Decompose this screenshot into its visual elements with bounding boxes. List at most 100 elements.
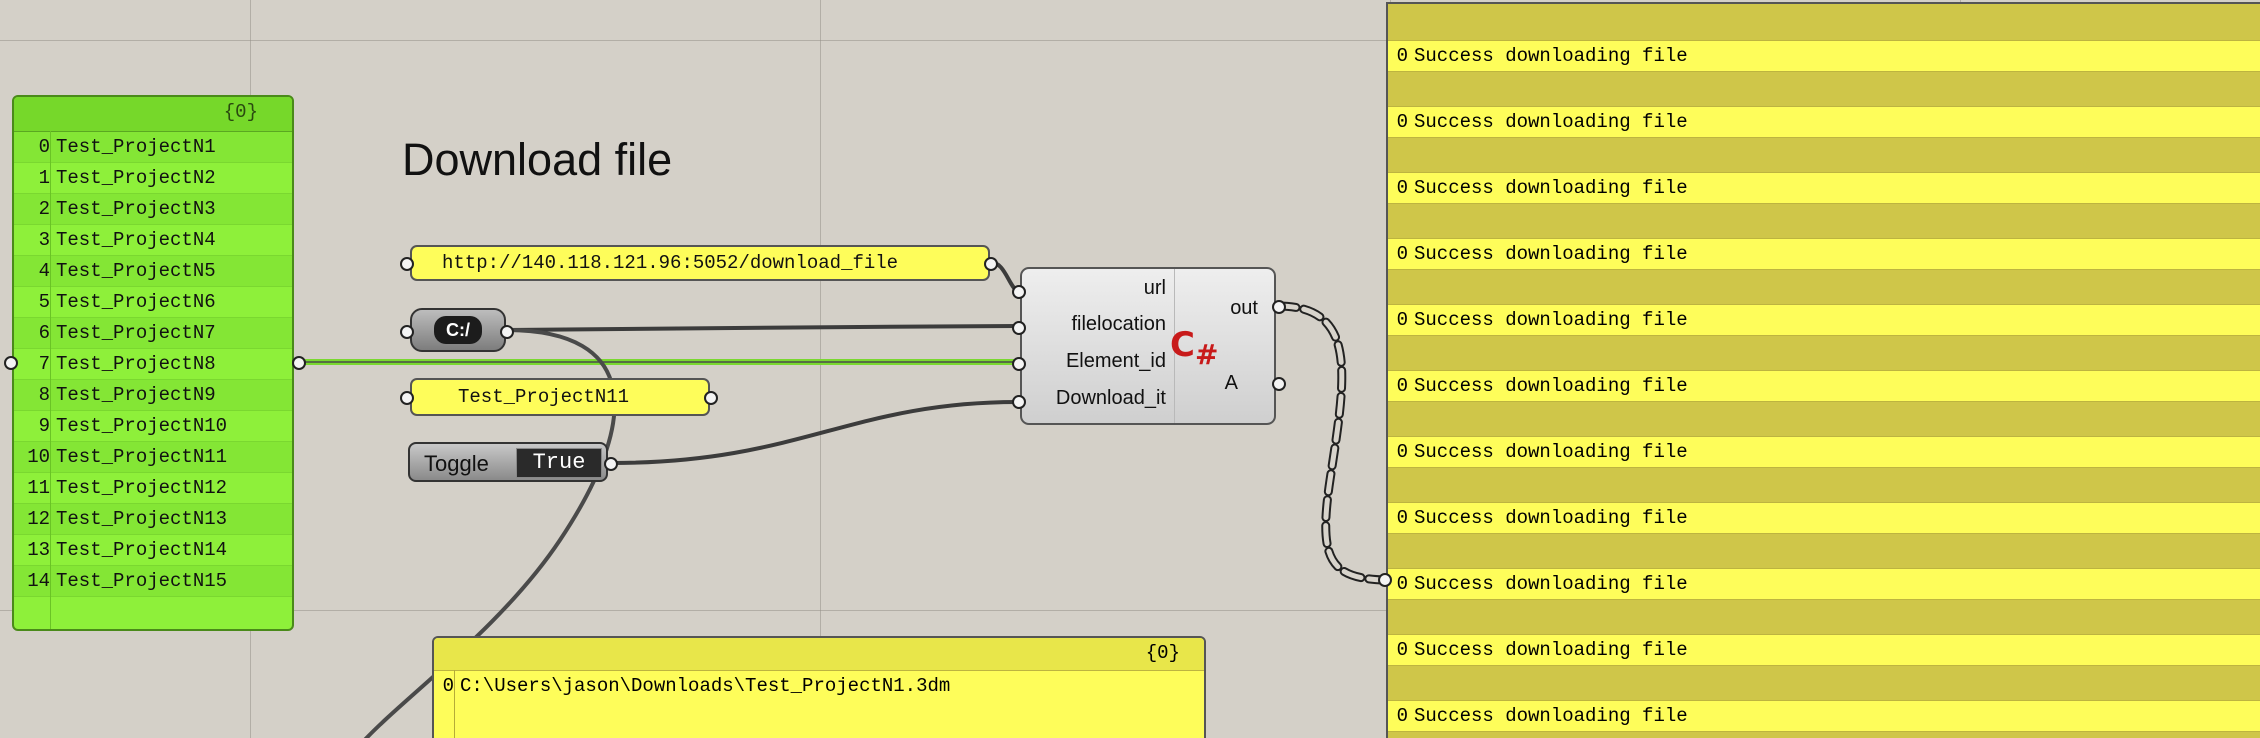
result-row-index: 0 [1396,243,1408,265]
project-list-item-value: Test_ProjectN14 [56,539,228,561]
filelocation-input-port[interactable] [1012,321,1026,335]
project-list-item-index: 2 [38,198,50,220]
path-parameter-input-port[interactable] [400,325,414,339]
result-row-value: Success downloading file [1414,441,1688,463]
project-list-item-index: 4 [38,260,50,282]
project-list-input-port[interactable] [4,356,18,370]
project-list-item-index: 3 [38,229,50,251]
project-list-item[interactable]: 1 Test_ProjectN2 [14,163,292,194]
path-output-header: {0} [434,638,1204,671]
element-id-panel-output-port[interactable] [704,391,718,405]
input-element-id-label[interactable]: Element_id [1065,350,1166,372]
project-list-item-value: Test_ProjectN6 [56,291,216,313]
toggle-label: Toggle [424,451,489,476]
path-output-index-divider [454,670,455,738]
download-it-input-port[interactable] [1012,395,1026,409]
project-list-item[interactable]: 13 Test_ProjectN14 [14,535,292,566]
result-row-index: 0 [1396,375,1408,397]
result-row-index: 0 [1396,111,1408,133]
project-list-item-value: Test_ProjectN4 [56,229,216,251]
result-row-index: 0 [1396,309,1408,331]
element-id-input-port[interactable] [1012,357,1026,371]
result-row-value: Success downloading file [1414,375,1688,397]
url-panel[interactable]: http://140.118.121.96:5052/download_file [410,245,990,281]
project-list-item-value: Test_ProjectN3 [56,198,216,220]
result-row-value: Success downloading file [1414,111,1688,133]
path-parameter-output-port[interactable] [500,325,514,339]
result-row-value: Success downloading file [1414,507,1688,529]
result-row-value: Success downloading file [1414,309,1688,331]
project-list-item[interactable]: 2 Test_ProjectN3 [14,194,292,225]
project-list-item[interactable]: 5 Test_ProjectN6 [14,287,292,318]
result-row-value: Success downloading file [1414,639,1688,661]
a-output-port[interactable] [1272,377,1286,391]
toggle-value[interactable]: True [516,448,602,478]
project-list-item-value: Test_ProjectN9 [56,384,216,406]
result-row[interactable]: 0 Success downloading file [1388,568,2260,600]
project-list-item-index: 13 [27,539,50,561]
project-list-item-value: Test_ProjectN10 [56,415,228,437]
input-url-label[interactable]: url [1143,277,1166,299]
project-list-item-value: Test_ProjectN7 [56,322,216,344]
path-parameter-label: C:/ [434,316,482,344]
input-filelocation-label[interactable]: filelocation [1071,313,1166,335]
project-list-item-index: 1 [38,167,50,189]
result-row-index: 0 [1396,441,1408,463]
toggle-output-port[interactable] [604,457,618,471]
result-row-index: 0 [1396,573,1408,595]
page-title: Download file [402,134,673,185]
result-row[interactable]: 0 Success downloading file [1388,436,2260,468]
project-list-item[interactable]: 9 Test_ProjectN10 [14,411,292,442]
csharp-icon: C# [1170,325,1219,371]
project-list-output-port[interactable] [292,356,306,370]
result-row[interactable]: 0 Success downloading file [1388,304,2260,336]
csharp-script-component[interactable]: url filelocation Element_id Download_it … [1020,267,1276,425]
project-list-item-value: Test_ProjectN5 [56,260,216,282]
project-list-item-index: 9 [38,415,50,437]
project-list-item-value: Test_ProjectN2 [56,167,216,189]
result-row-index: 0 [1396,177,1408,199]
boolean-toggle[interactable]: Toggle True [408,442,608,482]
path-parameter[interactable]: C:/ [410,308,506,352]
result-row-value: Success downloading file [1414,573,1688,595]
results-input-port[interactable] [1378,573,1392,587]
project-list-item[interactable]: 4 Test_ProjectN5 [14,256,292,287]
element-id-panel-input-port[interactable] [400,391,414,405]
url-panel-input-port[interactable] [400,257,414,271]
project-list-item-value: Test_ProjectN8 [56,353,216,375]
output-out-label[interactable]: out [1230,297,1258,319]
result-row[interactable]: 0 Success downloading file [1388,106,2260,138]
project-list-item-index: 5 [38,291,50,313]
url-panel-output-port[interactable] [984,257,998,271]
element-id-panel[interactable]: Test_ProjectN11 [410,378,710,416]
project-list-item-value: Test_ProjectN1 [56,136,216,158]
url-input-port[interactable] [1012,285,1026,299]
result-row-index: 0 [1396,705,1408,727]
input-download-it-label[interactable]: Download_it [1055,387,1166,409]
out-output-port[interactable] [1272,300,1286,314]
project-list-item-index: 12 [27,508,50,530]
project-list-item[interactable]: 3 Test_ProjectN4 [14,225,292,256]
output-a-label[interactable]: A [1224,372,1238,394]
project-list-item-index: 14 [27,570,50,592]
result-row[interactable]: 0 Success downloading file [1388,370,2260,402]
